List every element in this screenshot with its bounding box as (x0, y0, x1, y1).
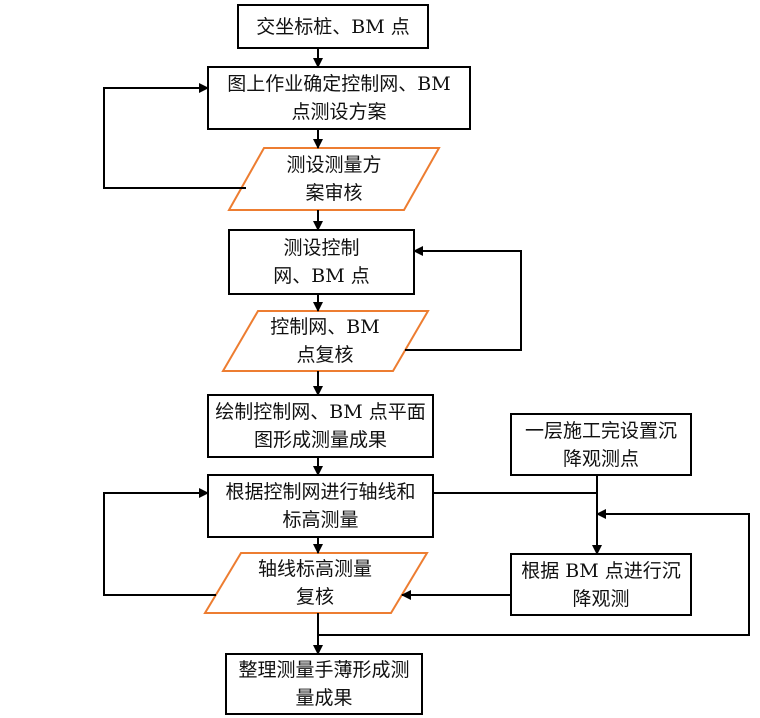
node-n3-shape (227, 147, 441, 211)
node-n9-label: 整理测量手薄形成测 量成果 (238, 659, 410, 709)
loop-n8-to-n7 (103, 488, 216, 596)
node-n1-box (237, 4, 429, 49)
node-n1-label: 交坐标桩、BM 点 (256, 15, 410, 38)
node-n11-box (510, 553, 692, 616)
loop-n5-to-n4 (405, 246, 522, 351)
loop-main-to-n11 (318, 509, 750, 636)
node-n10-label: 一层施工完设置沉 降观测点 (524, 419, 677, 470)
node-n6-box (207, 394, 434, 458)
node-n5-shape (221, 310, 430, 372)
node-n8-label: 轴线标高测量 复核 (257, 558, 372, 608)
node-n5-label: 控制网、BM 点复核 (270, 316, 380, 366)
loop-n3-to-n2 (103, 83, 246, 189)
node-n7-box (207, 474, 434, 538)
node-n11-label: 根据 BM 点进行沉 降观测 (521, 559, 681, 610)
node-n6-label: 绘制控制网、BM 点平面 图形成测量成果 (215, 401, 426, 451)
node-n4-label: 测设控制 网、BM 点 (273, 237, 370, 287)
node-n10-box (510, 413, 692, 476)
node-n9-box (225, 653, 423, 715)
node-n3-label: 测设测量方 案审核 (286, 154, 382, 204)
node-n2-label: 图上作业确定控制网、BM 点测设方案 (227, 73, 451, 123)
node-n2-box (207, 66, 471, 130)
node-n8-shape (203, 552, 429, 614)
node-n7-label: 根据控制网进行轴线和 标高测量 (225, 481, 416, 531)
